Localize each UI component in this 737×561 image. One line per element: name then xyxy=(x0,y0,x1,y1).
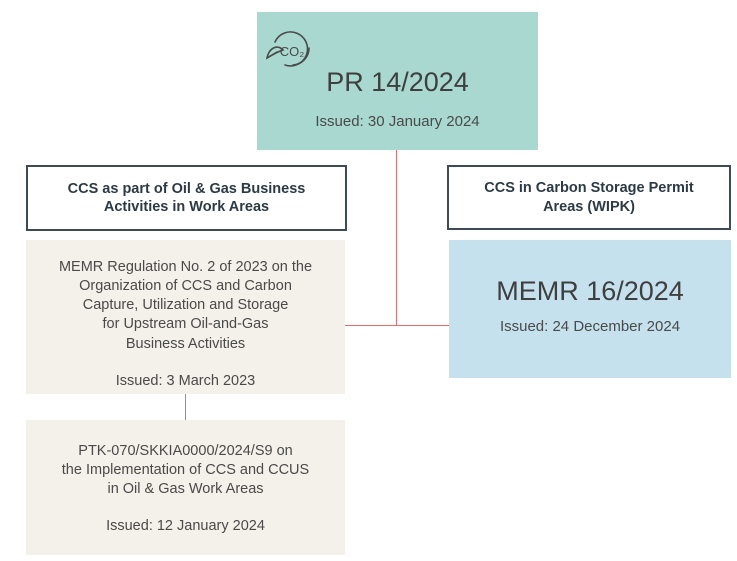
connector-horizontal-left xyxy=(345,325,397,326)
category-header-oil-gas: CCS as part of Oil & Gas Business Activi… xyxy=(26,165,347,231)
regulation-box-memr-16-2024: MEMR 16/2024 Issued: 24 December 2024 xyxy=(449,240,731,378)
issued-date: Issued: 24 December 2024 xyxy=(499,318,681,335)
co2-icon-label: CO₂ xyxy=(280,44,305,59)
regulation-box-ptk-070: PTK-070/SKKIA0000/2024/S9 on the Impleme… xyxy=(26,420,345,555)
connector-left-boxes xyxy=(185,394,186,420)
category-header-label: CCS as part of Oil & Gas Business Activi… xyxy=(67,180,306,215)
regulation-description: PTK-070/SKKIA0000/2024/S9 on the Impleme… xyxy=(61,443,310,498)
connector-vertical-main xyxy=(396,150,397,326)
issued-date: Issued: 3 March 2023 xyxy=(115,372,256,389)
regulation-description: MEMR Regulation No. 2 of 2023 on the Org… xyxy=(58,259,313,352)
category-header-label: CCS in Carbon Storage Permit Areas (WIPK… xyxy=(484,180,694,215)
issued-date: Issued: 30 January 2024 xyxy=(315,113,480,130)
regulation-box-pr-14-2024: CO₂ PR 14/2024 Issued: 30 January 2024 xyxy=(257,12,538,150)
regulation-title: MEMR 16/2024 xyxy=(496,276,684,306)
co2-icon: CO₂ xyxy=(265,31,310,67)
regulation-box-memr-2-2023: MEMR Regulation No. 2 of 2023 on the Org… xyxy=(26,240,345,394)
connector-horizontal-right xyxy=(396,325,449,326)
category-header-wipk: CCS in Carbon Storage Permit Areas (WIPK… xyxy=(447,165,731,230)
issued-date: Issued: 12 January 2024 xyxy=(106,518,265,535)
regulation-title: PR 14/2024 xyxy=(326,67,469,97)
